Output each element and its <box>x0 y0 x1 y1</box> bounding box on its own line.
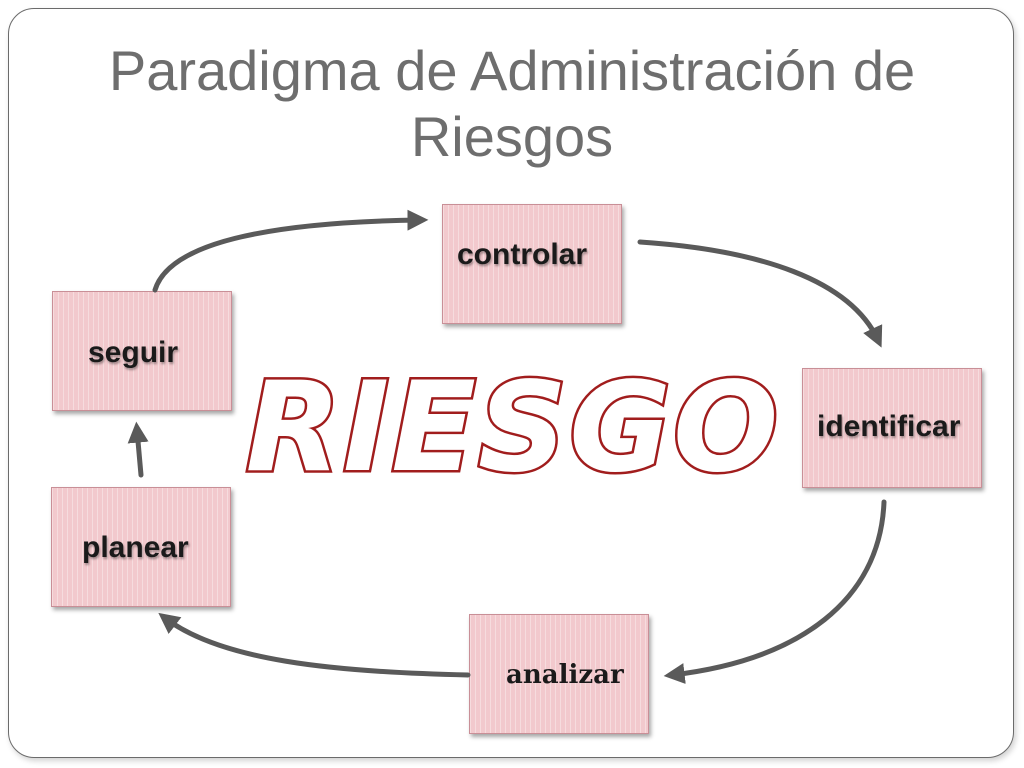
step-label-planear: planear <box>82 531 189 564</box>
step-box-analizar[interactable] <box>469 614 649 734</box>
step-box-planear[interactable] <box>51 487 231 607</box>
step-box-seguir[interactable] <box>52 291 232 411</box>
step-label-analizar: analizar <box>506 660 624 690</box>
step-label-controlar: controlar <box>457 238 588 271</box>
step-box-identificar[interactable] <box>802 368 982 488</box>
step-label-identificar: identificar <box>817 410 961 443</box>
page-title: Paradigma de Administración de Riesgos <box>108 39 916 168</box>
step-label-seguir: seguir <box>88 336 179 369</box>
step-box-controlar[interactable] <box>442 204 622 324</box>
